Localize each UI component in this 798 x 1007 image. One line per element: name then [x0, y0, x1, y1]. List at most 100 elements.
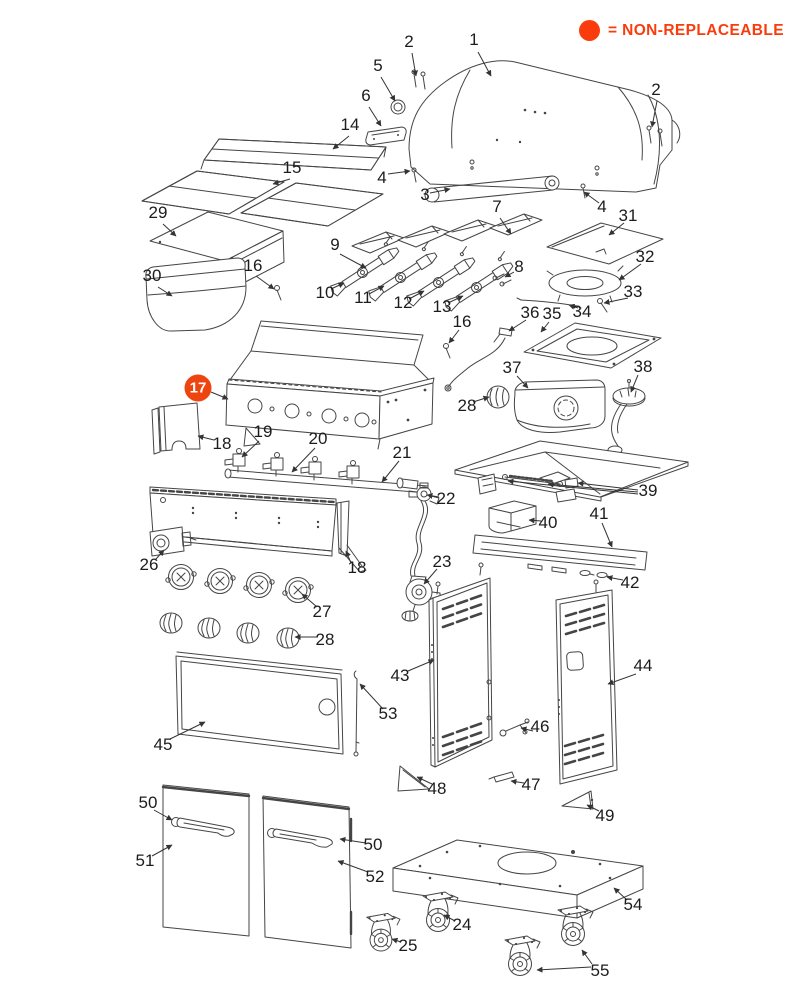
front-panel-strip-drawing	[472, 534, 648, 574]
side-burner-lid-drawing	[546, 222, 664, 265]
part-label-21: 21	[392, 443, 412, 463]
part-label-50: 50	[363, 835, 383, 855]
part-label-26: 26	[139, 555, 159, 575]
pin-33-drawing	[597, 298, 608, 313]
part-label-39: 39	[638, 481, 658, 501]
part-label-37: 37	[502, 358, 522, 378]
part-label-6: 6	[361, 86, 371, 106]
part-label-18: 18	[212, 434, 232, 454]
part-label-15: 15	[282, 158, 302, 178]
grease-cup-drawing	[488, 500, 537, 534]
part-label-4: 4	[597, 197, 607, 217]
firebox-drawing	[225, 320, 435, 450]
part-label-4: 4	[377, 168, 387, 188]
part-label-45: 45	[153, 735, 173, 755]
part-label-33: 33	[623, 282, 643, 302]
part-label-14: 14	[340, 115, 360, 135]
door-right-drawing	[261, 795, 353, 949]
manifold-fitting-drawing	[396, 477, 419, 490]
legend: = NON-REPLACEABLE	[578, 20, 784, 41]
part-label-51: 51	[135, 851, 155, 871]
part-label-31: 31	[618, 206, 638, 226]
part-label-24: 24	[452, 915, 472, 935]
rod-34-drawing	[516, 297, 582, 309]
part-label-9: 9	[330, 235, 340, 255]
part-label-23: 23	[432, 552, 452, 572]
manifold-drawing	[224, 448, 429, 494]
legend-text: = NON-REPLACEABLE	[607, 21, 784, 39]
bracket-48-drawing	[397, 765, 430, 792]
part-label-28: 28	[457, 396, 477, 416]
part-label-5: 5	[373, 56, 383, 76]
part-label-54: 54	[623, 895, 643, 915]
part-label-28: 28	[315, 630, 335, 650]
ring-burner-drawing	[546, 265, 624, 303]
screw-16-drawing	[274, 285, 451, 359]
part-label-18: 18	[347, 558, 367, 578]
back-panel-drawing	[175, 651, 344, 755]
cart-base-drawing	[392, 839, 644, 919]
part-label-52: 52	[365, 867, 385, 887]
part-label-19: 19	[253, 422, 273, 442]
part-label-20: 20	[308, 429, 328, 449]
part-label-32: 32	[635, 247, 655, 267]
part-label-34: 34	[572, 302, 592, 322]
part-label-46: 46	[530, 717, 550, 737]
part-label-49: 49	[595, 806, 615, 826]
part-label-11: 11	[354, 288, 372, 308]
side-panel-right-drawing	[555, 579, 618, 785]
part-label-27: 27	[312, 602, 332, 622]
part-label-35: 35	[542, 304, 562, 324]
part-label-7: 7	[492, 197, 502, 217]
rod-53-drawing	[353, 670, 360, 757]
part-label-53: 53	[378, 704, 398, 724]
part-label-40: 40	[538, 513, 558, 533]
warming-rack-drawing	[200, 138, 387, 171]
part-label-36: 36	[520, 303, 540, 323]
part-label-22: 22	[436, 489, 456, 509]
igniter-electrode-drawing	[444, 327, 513, 392]
part-label-42: 42	[620, 573, 640, 593]
part-label-13: 13	[432, 297, 452, 317]
part-label-10: 10	[315, 283, 335, 303]
part-label-16: 16	[452, 312, 472, 332]
part-label-3: 3	[420, 185, 430, 205]
cooking-grates-drawing	[141, 170, 384, 227]
part-label-48: 48	[427, 779, 447, 799]
part-label-41: 41	[589, 504, 609, 524]
control-panel-drawing	[149, 486, 337, 557]
part-label-2: 2	[651, 80, 661, 100]
handle-bar-drawing	[411, 167, 586, 203]
part-badge-17: 17	[184, 374, 212, 402]
burner-tubes-drawing	[323, 235, 517, 313]
grease-tray-drawing	[454, 440, 689, 503]
knob-28a-drawing	[486, 385, 510, 409]
bracket-18-left-drawing	[151, 402, 201, 455]
part-label-44: 44	[633, 656, 653, 676]
lid-drawing	[408, 60, 681, 193]
igniter-module-drawing	[149, 526, 197, 557]
part-label-12: 12	[393, 293, 413, 313]
hose-regulator-drawing	[401, 500, 441, 622]
side-table-frame-drawing	[523, 322, 662, 369]
non-replaceable-dot-icon	[578, 20, 600, 41]
part-label-29: 29	[148, 203, 168, 223]
handle-plate-drawing	[365, 126, 407, 146]
part-label-50: 50	[138, 793, 158, 813]
part-label-30: 30	[142, 266, 162, 286]
bracket-49-drawing	[561, 790, 594, 810]
hardware-47-drawing	[488, 771, 515, 783]
part-label-47: 47	[521, 775, 541, 795]
part-label-55: 55	[590, 961, 610, 981]
part-label-1: 1	[469, 30, 479, 50]
gauge-bezel-drawing	[390, 99, 406, 115]
part-label-8: 8	[514, 257, 524, 277]
grease-shield-drawing	[145, 257, 247, 332]
part-label-43: 43	[390, 666, 410, 686]
door-left-drawing	[161, 784, 251, 937]
side-panel-left-drawing	[428, 562, 493, 768]
part-label-38: 38	[633, 357, 653, 377]
